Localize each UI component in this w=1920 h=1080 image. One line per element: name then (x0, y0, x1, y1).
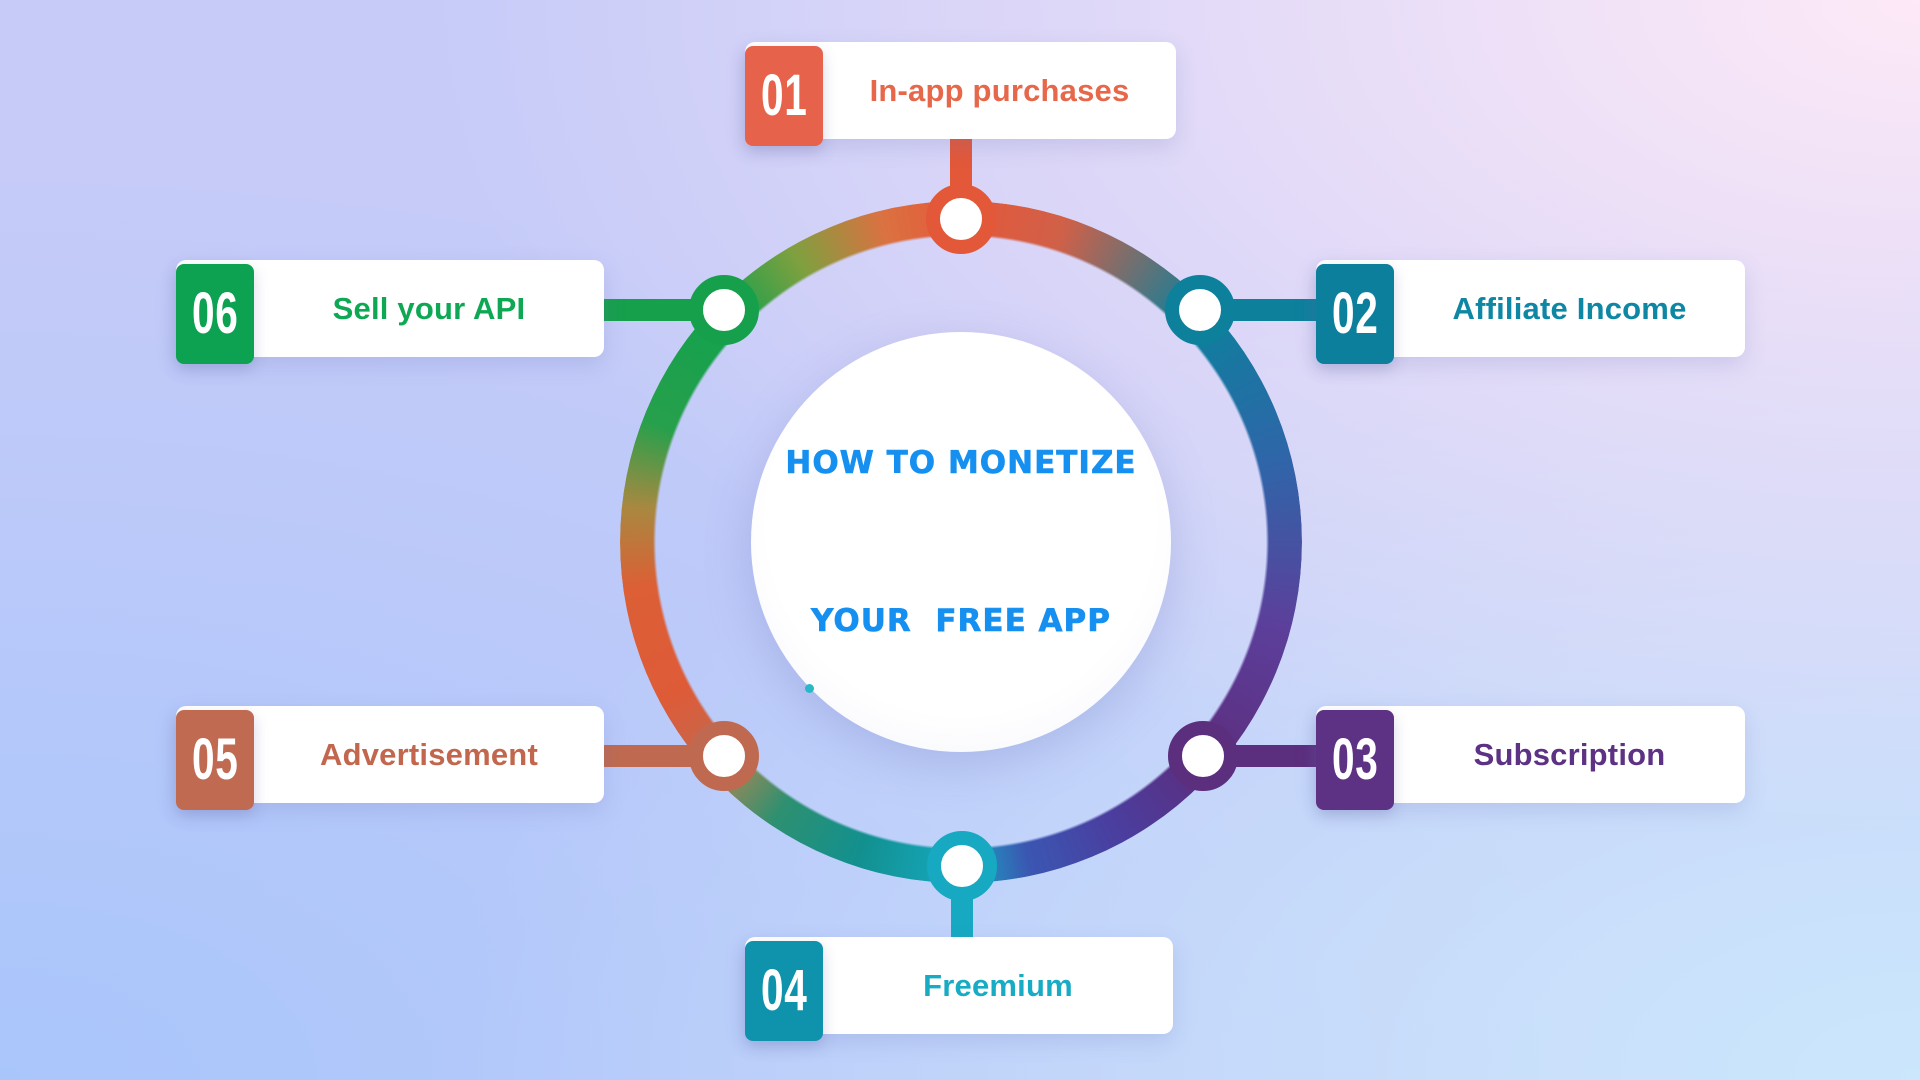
diagram-title: HOW TO MONETIZE YOUR FREE APP (785, 331, 1136, 753)
step-number: 06 (191, 281, 239, 346)
number-badge: 04 (745, 941, 823, 1041)
card-affiliate-income: 02 Affiliate Income (1316, 260, 1745, 364)
node-advertisement (689, 721, 759, 791)
diagram-title-line2: YOUR FREE APP (811, 602, 1111, 639)
number-badge: 03 (1316, 710, 1394, 810)
step-number: 01 (760, 63, 808, 128)
center-disc: HOW TO MONETIZE YOUR FREE APP (751, 332, 1171, 752)
number-badge: 01 (745, 46, 823, 146)
step-label: Affiliate Income (1452, 290, 1687, 326)
step-number: 02 (1331, 281, 1379, 346)
step-label: Freemium (923, 967, 1073, 1003)
step-number: 04 (760, 958, 808, 1023)
step-number: 05 (191, 727, 239, 792)
number-badge: 02 (1316, 264, 1394, 364)
number-badge: 06 (176, 264, 254, 364)
step-number: 03 (1331, 727, 1379, 792)
diagram-title-line1: HOW TO MONETIZE (785, 444, 1137, 481)
node-freemium (927, 831, 997, 901)
card-in-app-purchases: 01 In-app purchases (745, 42, 1176, 146)
number-badge: 05 (176, 710, 254, 810)
node-sell-your-api (689, 275, 759, 345)
card-freemium: 04 Freemium (745, 937, 1173, 1041)
decorative-dot (805, 684, 814, 693)
card-subscription: 03 Subscription (1316, 706, 1745, 810)
step-label: Sell your API (332, 290, 526, 326)
step-label: Advertisement (320, 736, 538, 772)
node-subscription (1168, 721, 1238, 791)
node-affiliate-income (1165, 275, 1235, 345)
node-in-app-purchases (926, 184, 996, 254)
step-label: Subscription (1473, 736, 1666, 772)
step-label: In-app purchases (869, 72, 1130, 108)
card-advertisement: 05 Advertisement (176, 706, 604, 810)
card-sell-your-api: 06 Sell your API (176, 260, 604, 364)
